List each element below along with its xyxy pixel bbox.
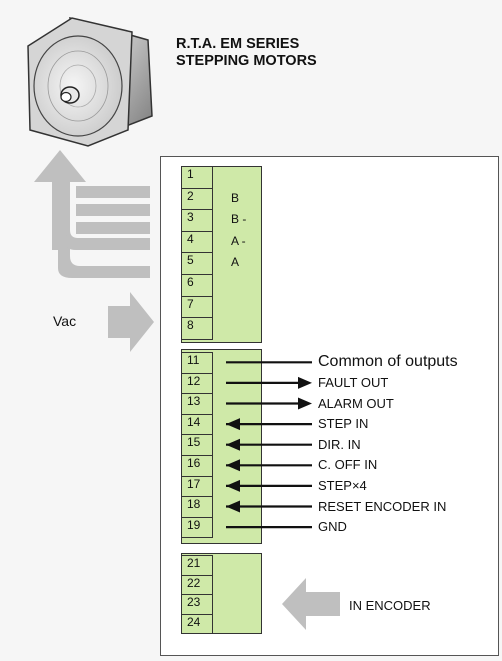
signal-label: C. OFF IN (318, 457, 378, 473)
signal-label: ALARM OUT (318, 395, 394, 411)
io-terminal: 19 (181, 516, 213, 539)
motor-cable-arrow-icon (34, 150, 150, 278)
arrow-in-icon (226, 500, 240, 513)
phase-label: B - (231, 212, 247, 227)
encoder-terminal: 22 (181, 574, 213, 595)
phase-label: B (231, 190, 240, 205)
vac-label: Vac (53, 313, 77, 329)
encoder-terminal: 23 (181, 594, 213, 615)
io-terminal: 17 (181, 475, 213, 498)
arrow-out-icon (298, 397, 312, 410)
encoder-terminal: 21 (181, 555, 213, 576)
motor-terminal: 1 (181, 166, 213, 189)
encoder-label: IN ENCODER (349, 598, 431, 613)
signal-label: Common of outputs (318, 353, 458, 371)
arrow-in-icon (226, 479, 240, 492)
signal-label: STEP IN (318, 416, 369, 432)
title-line-2: STEPPING MOTORS (176, 53, 317, 69)
motor-terminal: 8 (181, 317, 213, 340)
arrow-out-icon (298, 376, 312, 389)
title-line-1: R.T.A. EM SERIES (176, 36, 300, 52)
arrow-in-icon (226, 438, 240, 451)
power-arrow-icon (108, 292, 154, 352)
io-terminal: 14 (181, 413, 213, 436)
encoder-arrow-icon (282, 578, 340, 630)
phase-label: A - (231, 233, 246, 248)
arrow-in-icon (226, 418, 240, 431)
title: R.T.A. EM SERIES STEPPING MOTORS (176, 36, 317, 70)
signal-label: RESET ENCODER IN (318, 498, 447, 514)
io-terminal: 18 (181, 496, 213, 518)
signal-label: STEP×4 (318, 477, 367, 493)
phase-label: A (231, 255, 240, 270)
encoder-terminal: 24 (181, 613, 213, 634)
signal-label: FAULT OUT (318, 374, 389, 390)
signal-label: DIR. IN (318, 436, 361, 452)
io-terminal: 15 (181, 434, 213, 456)
signal-label: GND (318, 519, 347, 535)
arrow-in-icon (226, 459, 240, 472)
